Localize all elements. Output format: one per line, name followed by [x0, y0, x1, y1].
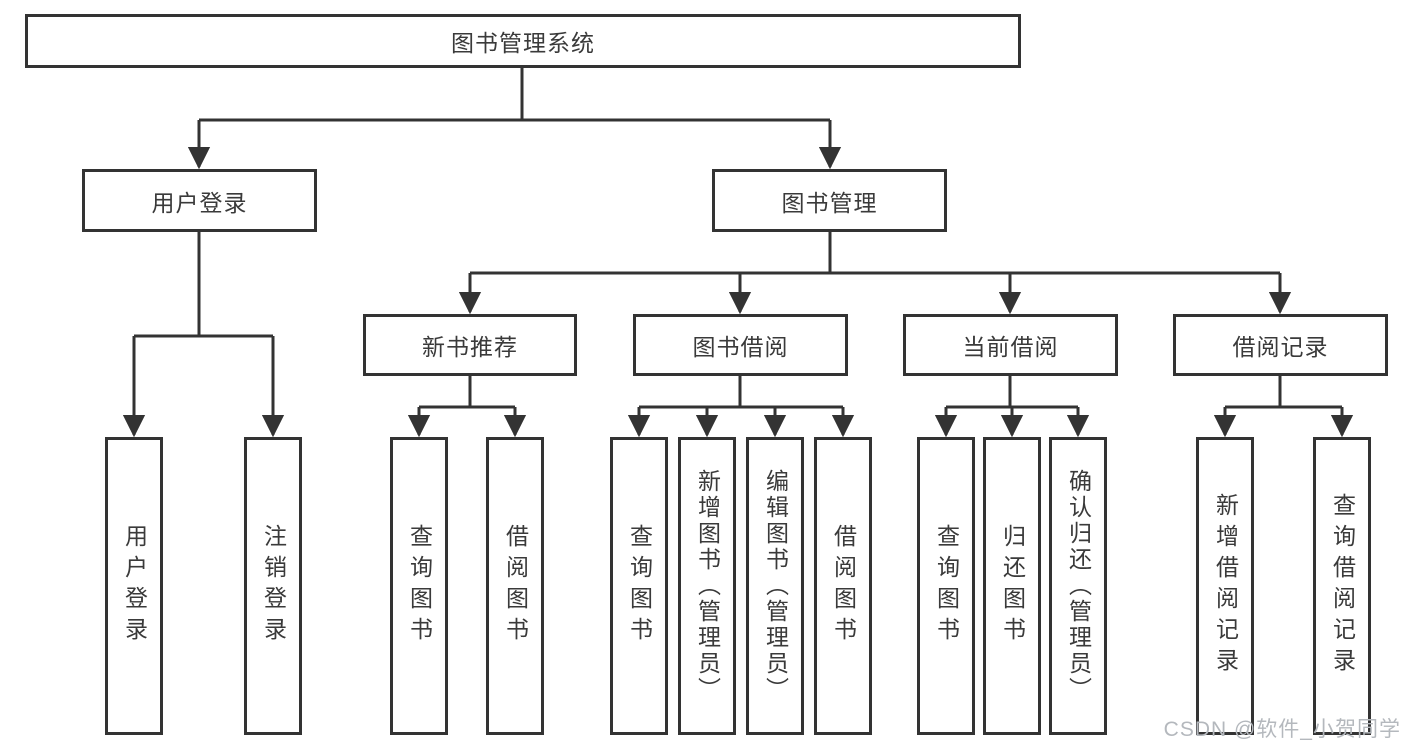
node-label: 图书管理系统 — [451, 30, 595, 56]
leaf-label: 查询图书 — [933, 524, 960, 648]
node-label: 借阅记录 — [1232, 334, 1329, 360]
csdn-watermark: CSDN @软件_小贺同学 — [1163, 718, 1401, 741]
leaf-query-books-borrow: 查询图书 — [610, 437, 668, 735]
leaf-label: 用户登录 — [121, 524, 148, 648]
node-label: 图书借阅 — [692, 334, 789, 360]
node-label: 用户登录 — [151, 189, 248, 216]
leaf-label: 查询图书 — [626, 524, 653, 648]
node-current-borrow: 当前借阅 — [903, 314, 1118, 376]
leaf-query-books-recommend: 查询图书 — [390, 437, 448, 735]
leaf-label: 注销登录 — [260, 524, 287, 648]
leaf-return-book: 归还图书 — [983, 437, 1041, 735]
node-borrow-records: 借阅记录 — [1173, 314, 1388, 376]
leaf-add-borrow-record: 新增借阅记录 — [1196, 437, 1254, 735]
node-new-book-recommend: 新书推荐 — [363, 314, 577, 376]
node-label: 当前借阅 — [962, 334, 1059, 360]
leaf-label: 编辑图书（管理员） — [762, 469, 789, 703]
node-root-library-system: 图书管理系统 — [25, 14, 1021, 68]
leaf-label: 查询借阅记录 — [1329, 493, 1356, 679]
node-user-login: 用户登录 — [82, 169, 317, 232]
node-label: 图书管理 — [781, 189, 878, 216]
leaf-borrow-books: 借阅图书 — [814, 437, 872, 735]
node-label: 新书推荐 — [422, 334, 518, 360]
leaf-confirm-return-admin: 确认归还（管理员） — [1049, 437, 1107, 735]
node-book-borrow: 图书借阅 — [633, 314, 848, 376]
leaf-borrow-books-recommend: 借阅图书 — [486, 437, 544, 735]
leaf-user-login: 用户登录 — [105, 437, 163, 735]
leaf-add-book-admin: 新增图书（管理员） — [678, 437, 736, 735]
leaf-logout: 注销登录 — [244, 437, 302, 735]
leaf-label: 新增图书（管理员） — [694, 469, 721, 703]
leaf-label: 借阅图书 — [830, 524, 857, 648]
leaf-query-borrow-record: 查询借阅记录 — [1313, 437, 1371, 735]
leaf-label: 确认归还（管理员） — [1065, 469, 1092, 703]
leaf-label: 新增借阅记录 — [1212, 493, 1239, 679]
leaf-query-books-current: 查询图书 — [917, 437, 975, 735]
leaf-label: 归还图书 — [999, 524, 1026, 648]
leaf-edit-book-admin: 编辑图书（管理员） — [746, 437, 804, 735]
node-book-management: 图书管理 — [712, 169, 947, 232]
leaf-label: 查询图书 — [406, 524, 433, 648]
leaf-label: 借阅图书 — [502, 524, 529, 648]
